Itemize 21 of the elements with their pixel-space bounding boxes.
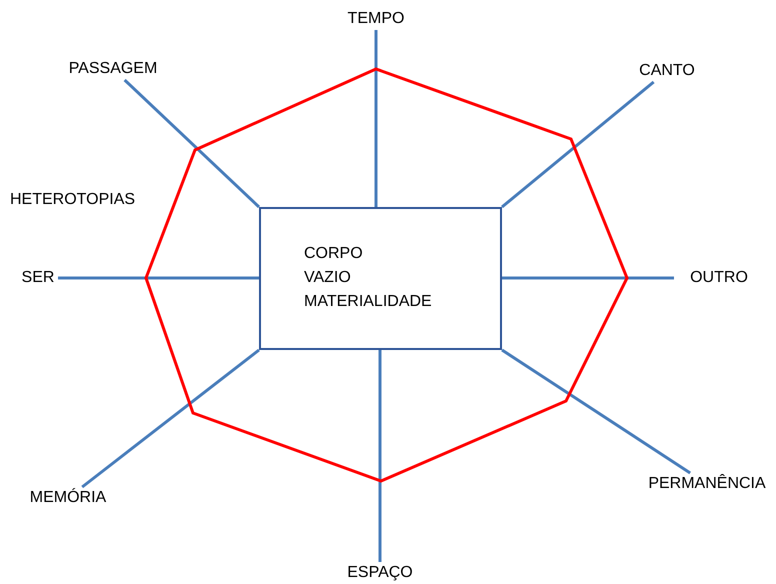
spoke-label: TEMPO [334,8,418,30]
spoke-line [124,78,260,208]
center-text: CORPO [304,244,364,264]
center-text: VAZIO [304,268,352,288]
spoke-label: ESPAÇO [340,562,420,584]
spoke-label: CANTO [632,60,702,82]
spoke-line [501,80,655,208]
spoke-label: SER [18,267,58,289]
free-label: HETEROTOPIAS [10,190,136,210]
center-text: MATERIALIDADE [304,292,433,312]
spoke-label: OUTRO [674,267,764,289]
spoke-line [501,348,691,474]
spoke-line [81,348,260,488]
spoke-label: PASSAGEM [60,58,166,80]
spoke-label: PERMANÊNCIA [638,473,776,495]
center-box [259,207,502,350]
spoke-line [58,276,259,280]
spoke-label: MEMÓRIA [18,487,118,509]
spoke-line [378,350,382,562]
spoke-line [502,276,674,280]
spoke-line [374,30,378,207]
